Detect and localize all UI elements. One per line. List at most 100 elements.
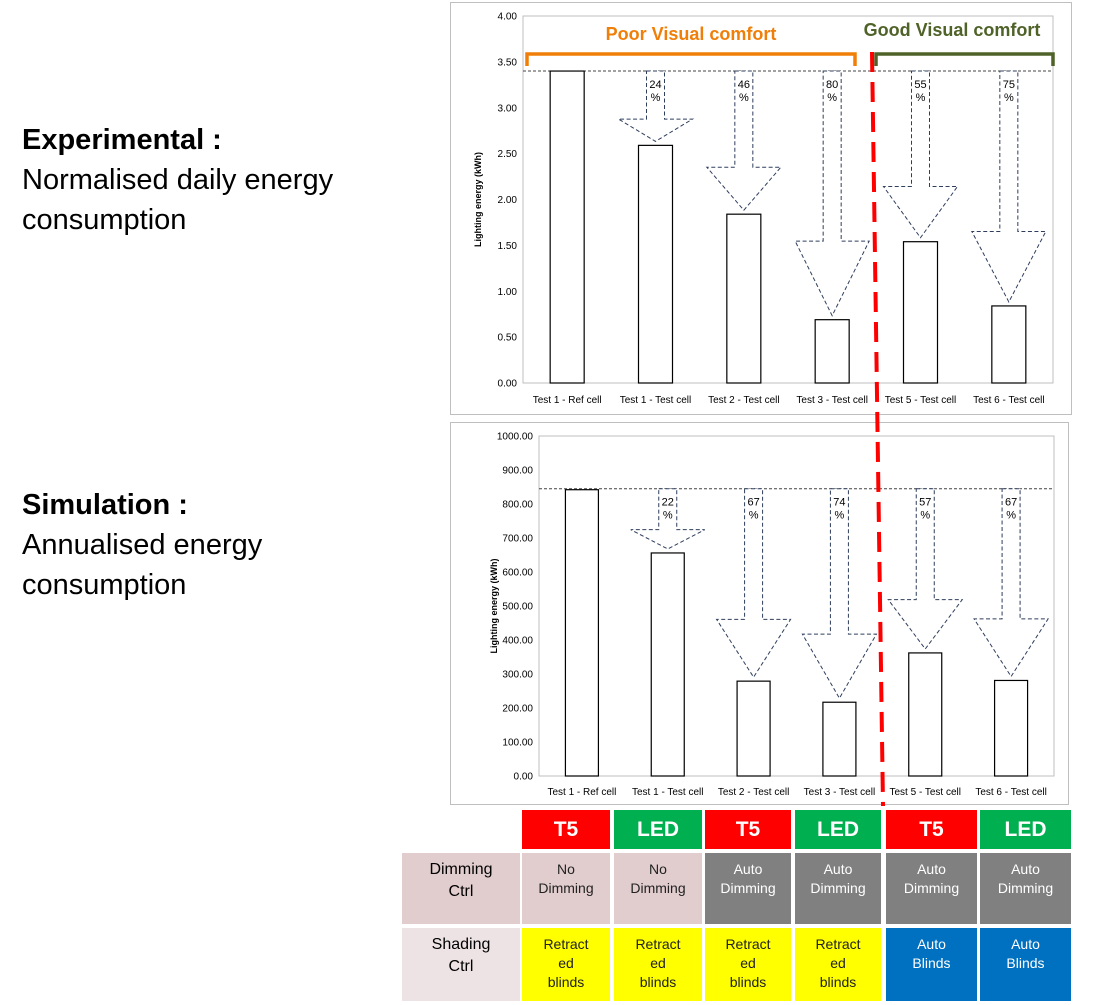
lamp-type-cell: T5 — [886, 810, 977, 849]
shading-ctrl-header: Shading Ctrl — [402, 928, 520, 1001]
reduction-arrow — [882, 70, 959, 239]
y-tick-label: 0.00 — [498, 379, 518, 390]
lamp-type-cell: LED — [980, 810, 1071, 849]
lamp-type-cell-text: T5 — [735, 817, 761, 841]
reduction-arrow — [705, 70, 782, 211]
reduction-label: 57% — [919, 497, 931, 522]
reduction-label: 24% — [649, 79, 661, 104]
x-tick-label: Test 5 - Test cell — [885, 395, 957, 406]
y-tick-label: 600.00 — [502, 568, 533, 579]
y-tick-label: 300.00 — [502, 670, 533, 681]
lamp-type-cell: T5 — [522, 810, 610, 849]
simulation-subtitle-line2: consumption — [22, 569, 187, 601]
x-tick-label: Test 1 - Ref cell — [533, 395, 602, 406]
simulation-subtitle-line1: Annualised energy — [22, 529, 263, 561]
bar — [908, 652, 943, 777]
y-tick-label: 200.00 — [502, 704, 533, 715]
simulation-chart: 0.00100.00200.00300.00400.00500.00600.00… — [489, 432, 1055, 798]
reduction-label: 55% — [914, 79, 926, 104]
reduction-label: 67% — [747, 497, 759, 522]
y-tick-label: 700.00 — [502, 534, 533, 545]
y-tick-label: 1.50 — [498, 241, 518, 252]
experimental-chart: 0.000.501.001.502.002.503.003.504.00Ligh… — [473, 12, 1054, 406]
reduction-arrow — [973, 488, 1049, 678]
dimming-cell: Auto Dimming — [795, 853, 881, 924]
reduction-label: 67% — [1005, 497, 1017, 522]
experimental-heading: Experimental : — [22, 124, 222, 156]
dimming-cell: Auto Dimming — [705, 853, 791, 924]
y-axis-label: Lighting energy (kWh) — [473, 152, 483, 247]
x-tick-label: Test 2 - Test cell — [708, 395, 780, 406]
bar — [650, 552, 685, 777]
shading-cell: Auto Blinds — [886, 928, 977, 1001]
experimental-label: Experimental : Normalised daily energy c… — [22, 120, 333, 240]
bar — [564, 489, 600, 777]
x-tick-label: Test 1 - Test cell — [620, 395, 692, 406]
y-tick-label: 2.00 — [498, 195, 518, 206]
shading-cell-text: Auto Blinds — [1006, 936, 1045, 971]
y-tick-label: 2.50 — [498, 149, 518, 160]
bar — [822, 701, 857, 777]
reduction-label: 46% — [738, 79, 750, 104]
reduction-arrow — [715, 488, 792, 679]
bar — [726, 213, 762, 384]
dimming-cell: Auto Dimming — [980, 853, 1071, 924]
reduction-label: 22% — [662, 497, 674, 522]
reduction-label: 74% — [833, 497, 845, 522]
shading-cell-text: Retract ed blinds — [635, 936, 681, 990]
lamp-type-cell-text: T5 — [553, 817, 579, 841]
reduction-arrow — [794, 70, 870, 317]
reduction-arrow — [887, 488, 964, 650]
y-axis-label: Lighting energy (kWh) — [489, 559, 499, 654]
shading-cell: Retract ed blinds — [614, 928, 702, 1001]
dimming-cell-text: Auto Dimming — [997, 861, 1054, 896]
simulation-heading: Simulation : — [22, 489, 188, 521]
y-tick-label: 4.00 — [498, 12, 518, 23]
bar — [991, 305, 1027, 384]
reduction-arrow — [801, 488, 878, 700]
y-tick-label: 0.50 — [498, 333, 518, 344]
x-tick-label: Test 6 - Test cell — [973, 395, 1045, 406]
y-tick-label: 400.00 — [502, 636, 533, 647]
y-tick-label: 1.00 — [498, 287, 518, 298]
plot-area — [538, 435, 1055, 777]
reduction-label: 75% — [1003, 79, 1015, 104]
reduction-arrow — [616, 70, 695, 142]
shading-ctrl-header-text: Shading Ctrl — [431, 936, 491, 975]
shading-cell-text: Retract ed blinds — [815, 936, 861, 990]
shading-cell-text: Retract ed blinds — [543, 936, 589, 990]
dimming-ctrl-header-text: Dimming Ctrl — [429, 861, 493, 900]
y-tick-label: 500.00 — [502, 602, 533, 613]
dimming-cell: No Dimming — [614, 853, 702, 924]
x-tick-label: Test 2 - Test cell — [718, 787, 790, 798]
x-tick-label: Test 3 - Test cell — [804, 787, 876, 798]
x-tick-label: Test 5 - Test cell — [889, 787, 961, 798]
shading-cell: Retract ed blinds — [795, 928, 881, 1001]
dimming-cell-text: Auto Dimming — [903, 861, 960, 896]
y-tick-label: 0.00 — [514, 772, 534, 783]
reduction-arrow — [630, 488, 705, 550]
lamp-type-cell: T5 — [705, 810, 791, 849]
dimming-ctrl-header: Dimming Ctrl — [402, 853, 520, 924]
shading-cell: Retract ed blinds — [705, 928, 791, 1001]
y-tick-label: 1000.00 — [497, 432, 534, 443]
reduction-label: 80% — [826, 79, 838, 104]
dimming-cell: Auto Dimming — [886, 853, 977, 924]
x-tick-label: Test 6 - Test cell — [975, 787, 1047, 798]
shading-cell-text: Auto Blinds — [912, 936, 951, 971]
y-tick-label: 900.00 — [502, 466, 533, 477]
bar — [736, 680, 771, 777]
dimming-cell-text: Auto Dimming — [810, 861, 866, 896]
lamp-type-cell-text: LED — [1004, 817, 1047, 841]
plot-area — [522, 15, 1054, 384]
bar — [993, 679, 1029, 777]
y-tick-label: 800.00 — [502, 500, 533, 511]
x-tick-label: Test 1 - Ref cell — [547, 787, 616, 798]
experimental-subtitle-line2: consumption — [22, 204, 187, 236]
reduction-arrow — [971, 70, 1047, 304]
bar — [814, 319, 850, 384]
bar — [902, 241, 939, 384]
y-tick-label: 3.00 — [498, 103, 518, 114]
